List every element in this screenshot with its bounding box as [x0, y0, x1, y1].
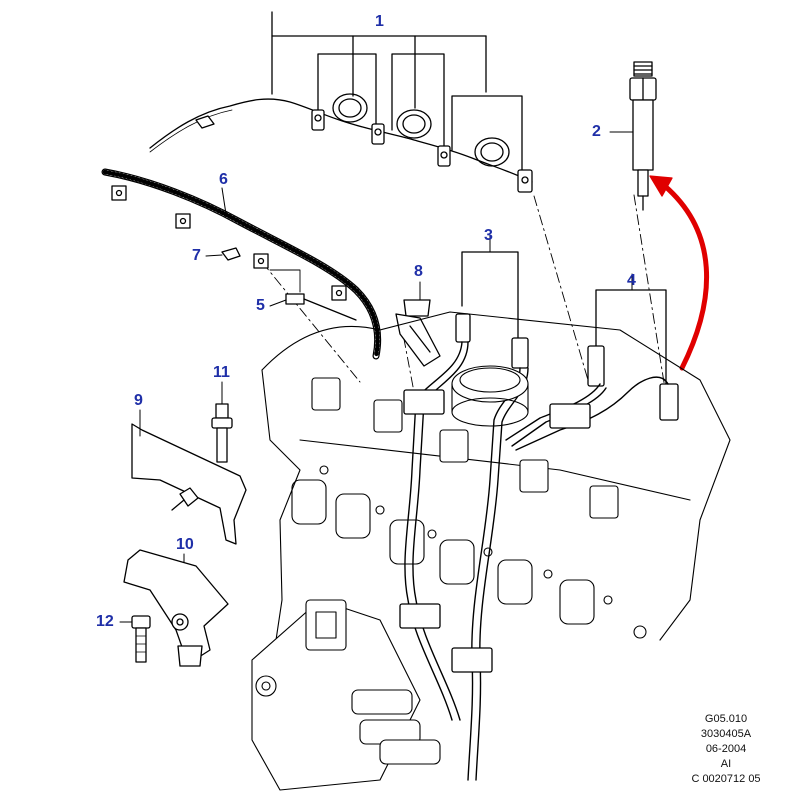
red-arrow: [649, 175, 710, 371]
callout-11: 11: [213, 364, 230, 381]
drawing-catalog-code: C 0020712 05: [691, 773, 761, 785]
part-2-glow-plug: [609, 61, 657, 211]
part-11-stud: [211, 381, 233, 463]
leader-lines: [261, 194, 667, 396]
callout-8: 8: [414, 263, 423, 280]
part-9-bracket: [131, 409, 247, 545]
reference-info: G05.010 3030405A 06-2004 AI C 0020712 05: [666, 712, 786, 787]
part-5-connector: [269, 269, 357, 321]
part-3-injector-pipes: [399, 235, 529, 781]
drawing-group-code: G05.010: [704, 713, 748, 725]
part-10-bracket: [123, 549, 229, 667]
callout-12: 12: [96, 613, 114, 630]
engine-block: [251, 311, 731, 791]
callout-3: 3: [484, 227, 493, 244]
part-1-leak-off-hose: [149, 11, 533, 193]
callout-2: 2: [592, 123, 601, 140]
drawing-author-code: AI: [720, 758, 732, 770]
part-12-bolt: [119, 615, 151, 663]
callout-9: 9: [134, 392, 143, 409]
callout-10: 10: [176, 536, 194, 553]
part-8-sensor: [395, 281, 441, 367]
callout-1: 1: [375, 13, 384, 30]
part-4-injector-pipes: [505, 273, 679, 451]
drawing-number: 3030405A: [700, 728, 752, 740]
callout-5: 5: [256, 297, 265, 314]
callout-7: 7: [192, 247, 201, 264]
part-6-wiring-harness: [101, 168, 382, 360]
callout-6: 6: [219, 171, 228, 188]
drawing-date: 06-2004: [705, 743, 747, 755]
callout-4: 4: [627, 272, 636, 289]
